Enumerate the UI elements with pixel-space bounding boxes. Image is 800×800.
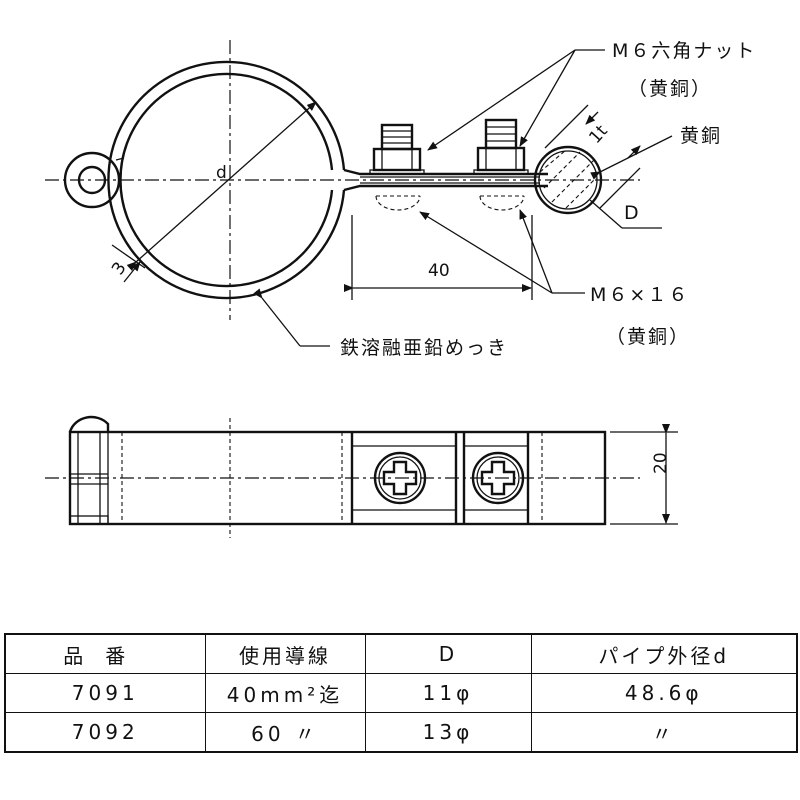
label-pipe-d: d	[216, 163, 227, 183]
label-thickness: 1t	[585, 121, 612, 148]
cell-pipe-diameter: 48.6φ	[530, 673, 798, 713]
band-ring	[107, 60, 346, 300]
eyelet-ring	[63, 151, 121, 209]
cell-D: 11φ	[364, 673, 532, 713]
label-bolt: M６×１６	[590, 284, 689, 306]
header-pipe-diameter: パイプ外径d	[530, 633, 798, 674]
label-dim-40: 40	[428, 261, 450, 281]
side-view: 20	[45, 415, 678, 538]
label-nut: M６六角ナット	[612, 40, 756, 62]
cell-D: 13φ	[364, 712, 532, 753]
label-nut-material: （黄銅）	[628, 78, 712, 100]
spec-table: 品番 使用導線 D パイプ外径d 7091 40mm²迄 11φ 48.6φ 7…	[4, 633, 798, 753]
table-row: 7092 60 〃 13φ 〃	[4, 712, 798, 753]
header-conductor: 使用導線	[204, 633, 366, 674]
table-header-row: 品番 使用導線 D パイプ外径d	[4, 633, 798, 674]
label-dim-3: 3	[108, 259, 131, 279]
screw-head-right	[471, 451, 525, 505]
header-D: D	[364, 633, 532, 674]
cell-part-number: 7092	[4, 712, 206, 753]
bolt-left	[369, 123, 425, 211]
label-conductor-material: 黄銅	[680, 125, 722, 147]
band-strip	[68, 430, 607, 526]
bolt-right	[473, 118, 529, 211]
top-view: d 3 40 1t D 黄銅 M６六角ナット （黄銅） M６×１６	[45, 40, 756, 359]
cell-conductor: 40mm²迄	[204, 673, 366, 713]
table-row: 7091 40mm²迄 11φ 48.6φ	[4, 673, 798, 713]
conductor-circle	[533, 145, 603, 215]
header-hinban: 品番	[4, 633, 206, 674]
cell-conductor: 60 〃	[204, 712, 366, 753]
cell-part-number: 7091	[4, 673, 206, 713]
cell-pipe-diameter: 〃	[530, 712, 798, 753]
label-bolt-material: （黄銅）	[606, 326, 690, 348]
label-dim-20: 20	[651, 452, 671, 474]
label-band-material: 鉄溶融亜鉛めっき	[340, 337, 508, 359]
label-D: D	[624, 202, 641, 224]
screw-head-left	[373, 451, 427, 505]
pipe-clamp-drawing: d 3 40 1t D 黄銅 M６六角ナット （黄銅） M６×１６	[45, 40, 756, 538]
